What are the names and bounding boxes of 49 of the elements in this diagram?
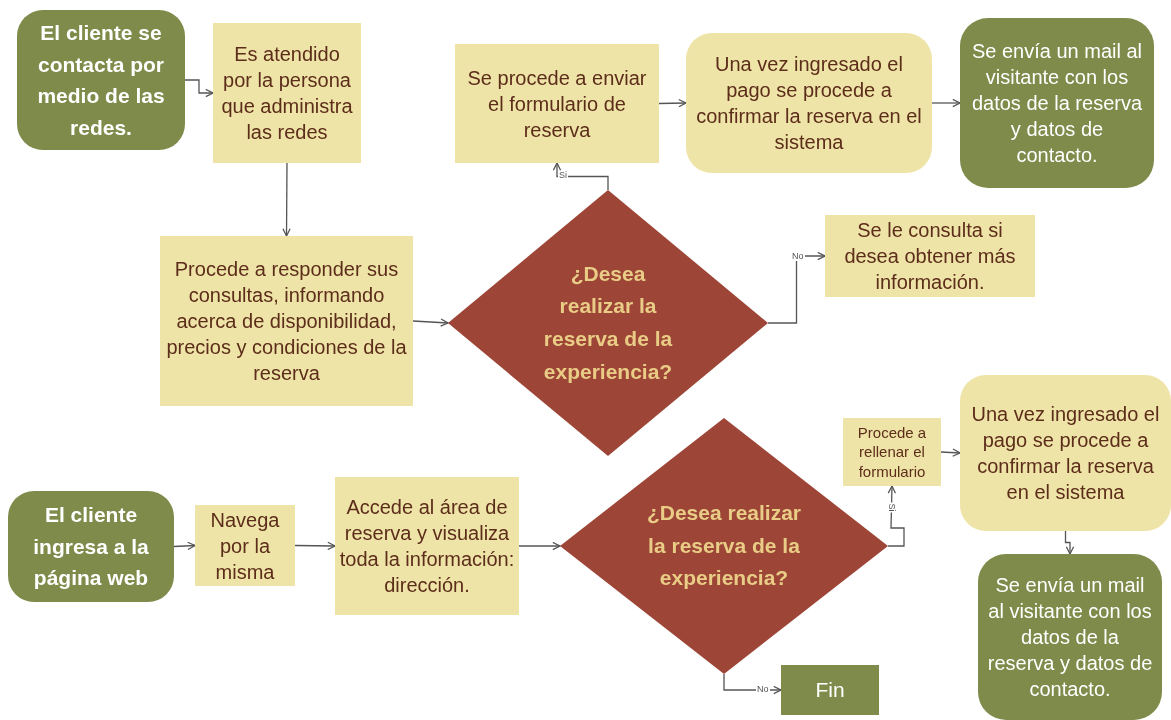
arrow	[767, 251, 826, 324]
box-text: Se envía un mail al visitante con los datos de la reserva y datos de contacto.	[970, 39, 1144, 168]
arrow	[173, 541, 196, 551]
decision-text: ¿Desea realizar la reserva de la experiencia?	[645, 500, 803, 592]
process-box	[213, 23, 361, 163]
arrow	[1064, 530, 1075, 555]
process-box	[455, 44, 659, 163]
arrow	[412, 318, 449, 327]
box-text: Procede a rellenar el formulario	[856, 422, 928, 482]
edge-label: No	[756, 685, 770, 694]
process-box	[843, 418, 941, 486]
process-box	[960, 375, 1171, 531]
start-box	[17, 10, 185, 150]
end-box	[960, 18, 1154, 188]
process-box	[825, 215, 1035, 297]
edge-label: No	[791, 252, 805, 261]
decision-text: ¿Desea realizar la reserva de la experiencia?	[542, 260, 674, 385]
decision-diamond	[448, 190, 768, 456]
arrow	[518, 541, 561, 551]
start-box	[8, 491, 174, 602]
arrow	[184, 79, 214, 98]
box-text: Se envía un mail al visitante con los datos de la reserva y datos de contacto.	[986, 573, 1154, 702]
edge-label: Si	[558, 171, 568, 180]
edge-label: Si	[886, 502, 896, 513]
box-text: El cliente se contacta por medio de las redes.	[36, 20, 166, 141]
box-text: El cliente ingresa a la página web	[32, 502, 150, 592]
box-text: Navega por la misma	[209, 507, 281, 585]
process-box	[335, 477, 519, 615]
box-text: Una vez ingresado el pago se procede a confirmar la reserva en el sistema	[970, 402, 1161, 505]
arrow	[723, 673, 782, 695]
process-box	[160, 236, 413, 406]
box-text: Se le consulta si desea obtener más información.	[843, 218, 1017, 295]
end-box	[978, 554, 1162, 720]
arrow	[940, 448, 961, 457]
arrow	[887, 485, 905, 547]
arrow	[282, 162, 291, 237]
box-text: Es atendido por la persona que administra las redes	[220, 42, 354, 145]
arrow	[552, 162, 609, 191]
end-box	[781, 665, 879, 715]
arrow	[658, 98, 687, 108]
arrow	[294, 541, 336, 551]
box-text: Fin	[815, 678, 845, 702]
arrow	[931, 98, 961, 108]
box-text: Accede al área de reserva y visualiza toda la información: dirección.	[339, 495, 515, 598]
process-box	[195, 505, 295, 586]
box-text: Se procede a enviar el formulario de reserva	[466, 65, 648, 143]
box-text: Procede a responder sus consultas, informando acerca de disponibilidad, precios y condiciones de la reserva	[165, 257, 408, 386]
box-text: Una vez ingresado el pago se procede a confirmar la reserva en el sistema	[695, 52, 923, 155]
process-box	[686, 33, 932, 173]
